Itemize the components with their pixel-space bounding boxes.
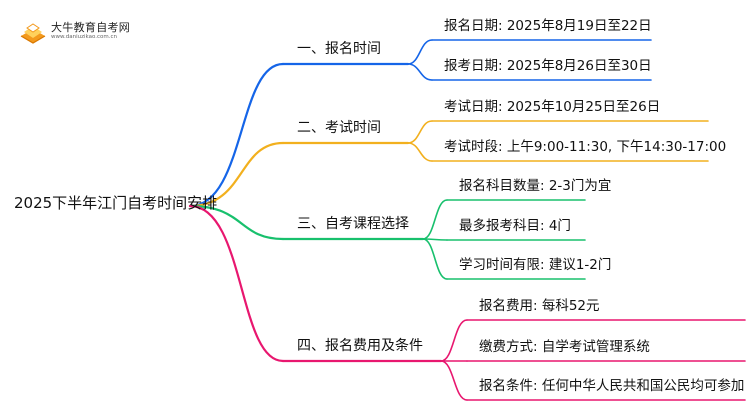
leaf-connector xyxy=(407,39,433,65)
leaf-topic: 报名费用: 每科52元 xyxy=(479,298,600,314)
branch-topic: 三、自考课程选择 xyxy=(297,216,409,232)
brand-name: 大牛教育自考网 xyxy=(51,21,131,34)
leaf-topic: 学习时间有限: 建议1-2门 xyxy=(459,257,612,273)
brand-url: www.daniuzikao.com.cn xyxy=(51,34,117,40)
leaf-topic: 报名日期: 2025年8月19日至22日 xyxy=(444,18,652,34)
branch-connector xyxy=(188,204,285,363)
leaf-connector xyxy=(422,238,448,280)
branch-topic: 一、报名时间 xyxy=(297,41,381,57)
leaf-topic: 报名条件: 任何中华人民共和国公民均可参加 xyxy=(479,378,745,394)
leaf-connector xyxy=(440,319,468,362)
leaf-topic: 考试时段: 上午9:00-11:30, 下午14:30-17:00 xyxy=(444,139,727,155)
leaf-topic: 考试日期: 2025年10月25日至26日 xyxy=(444,99,661,115)
leaf-connector xyxy=(407,63,433,81)
leaf-topic: 缴费方式: 自学考试管理系统 xyxy=(479,339,650,355)
branch-topic: 二、考试时间 xyxy=(297,120,381,136)
leaf-connector xyxy=(440,360,468,401)
branch-connector xyxy=(188,204,285,241)
book-logo-icon xyxy=(20,23,46,44)
brand-logo: 大牛教育自考网 www.daniuzikao.com.cn xyxy=(18,16,158,50)
root-topic: 2025下半年江门自考时间安排 xyxy=(14,194,218,212)
branch-connector xyxy=(188,141,285,208)
leaf-topic: 报名科目数量: 2-3门为宜 xyxy=(459,178,612,194)
leaf-connector xyxy=(407,142,433,162)
leaf-connector xyxy=(422,199,448,240)
branch-topic: 四、报名费用及条件 xyxy=(297,338,423,354)
leaf-topic: 报考日期: 2025年8月26日至30日 xyxy=(444,58,652,74)
branch-connector xyxy=(188,62,285,208)
leaf-topic: 最多报考科目: 4门 xyxy=(459,218,571,234)
leaf-connector xyxy=(407,120,433,144)
